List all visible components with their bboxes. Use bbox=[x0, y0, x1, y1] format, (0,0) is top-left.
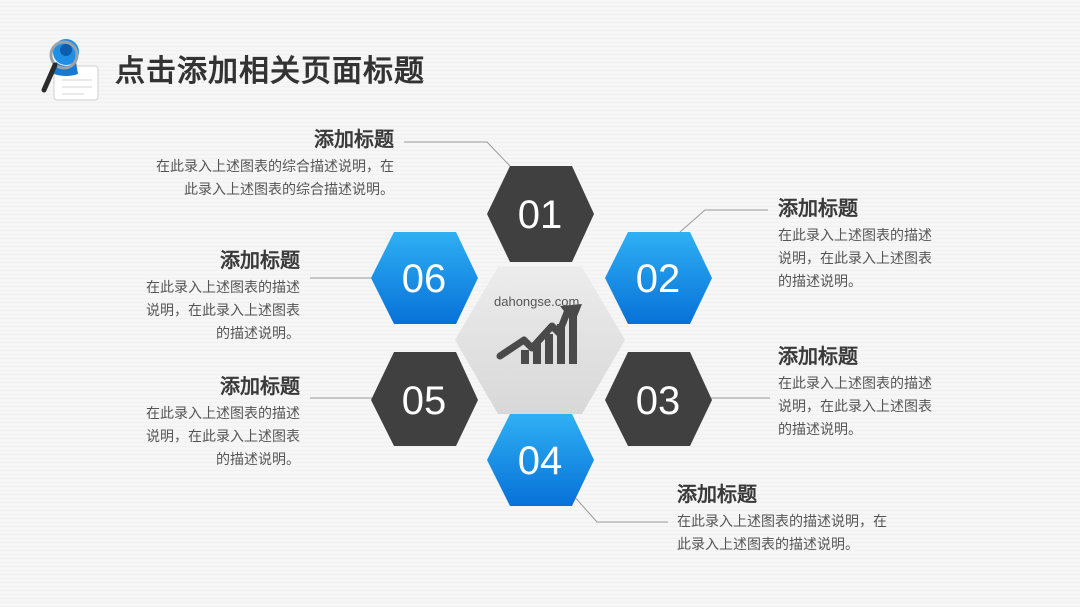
hexagon-01: 01 bbox=[487, 166, 594, 262]
block-02-line-3: 的描述说明。 bbox=[778, 274, 862, 290]
block-05-line-1: 在此录入上述图表的描述 bbox=[146, 406, 300, 422]
block-01-title: 添加标题 bbox=[314, 127, 394, 151]
block-02-line-1: 在此录入上述图表的描述 bbox=[778, 228, 932, 244]
block-02-line-2: 说明，在此录入上述图表 bbox=[778, 251, 932, 267]
connector-02 bbox=[679, 209, 768, 233]
hexagon-06: 06 bbox=[371, 232, 478, 324]
page-title: 点击添加相关页面标题 bbox=[115, 54, 425, 89]
block-01-line-2: 此录入上述图表的综合描述说明。 bbox=[184, 182, 394, 198]
block-06-line-3: 的描述说明。 bbox=[216, 326, 300, 342]
block-06-title: 添加标题 bbox=[220, 248, 300, 272]
hexagon-05-number: 05 bbox=[402, 379, 447, 423]
block-02-title: 添加标题 bbox=[778, 196, 858, 220]
hexagon-03-number: 03 bbox=[636, 379, 681, 423]
text-block-01: 添加标题 在此录入上述图表的综合描述说明，在 此录入上述图表的综合描述说明。 bbox=[156, 125, 394, 202]
hexagon-02-number: 02 bbox=[636, 257, 681, 301]
block-05-description: 在此录入上述图表的描述 说明，在此录入上述图表 的描述说明。 bbox=[146, 403, 300, 472]
text-block-04: 添加标题 在此录入上述图表的描述说明，在 此录入上述图表的描述说明。 bbox=[677, 480, 887, 557]
block-03-title: 添加标题 bbox=[778, 344, 858, 368]
block-03-line-1: 在此录入上述图表的描述 bbox=[778, 376, 932, 392]
hexagon-04-number: 04 bbox=[518, 439, 563, 483]
hexagon-04: 04 bbox=[487, 414, 594, 506]
block-02-description: 在此录入上述图表的描述 说明，在此录入上述图表 的描述说明。 bbox=[778, 225, 932, 294]
connector-01 bbox=[404, 141, 511, 167]
hexagon-05: 05 bbox=[371, 352, 478, 446]
block-04-line-2: 此录入上述图表的描述说明。 bbox=[677, 537, 859, 553]
block-03-line-3: 的描述说明。 bbox=[778, 422, 862, 438]
text-block-02: 添加标题 在此录入上述图表的描述 说明，在此录入上述图表 的描述说明。 bbox=[778, 194, 932, 294]
logo-magnifier-icon bbox=[41, 39, 99, 101]
block-03-line-2: 说明，在此录入上述图表 bbox=[778, 399, 932, 415]
block-05-line-2: 说明，在此录入上述图表 bbox=[146, 429, 300, 445]
text-block-03: 添加标题 在此录入上述图表的描述 说明，在此录入上述图表 的描述说明。 bbox=[778, 342, 932, 442]
hexagon-03: 03 bbox=[605, 352, 712, 446]
growth-chart-icon bbox=[496, 304, 582, 364]
block-01-line-1: 在此录入上述图表的综合描述说明，在 bbox=[156, 159, 394, 175]
hexagon-06-number: 06 bbox=[402, 257, 447, 301]
hexagon-01-number: 01 bbox=[518, 193, 563, 237]
hexagon-02: 02 bbox=[605, 232, 712, 324]
block-06-description: 在此录入上述图表的描述 说明，在此录入上述图表 的描述说明。 bbox=[146, 277, 300, 346]
block-04-line-1: 在此录入上述图表的描述说明，在 bbox=[677, 514, 887, 530]
block-06-line-1: 在此录入上述图表的描述 bbox=[146, 280, 300, 296]
text-block-06: 添加标题 在此录入上述图表的描述 说明，在此录入上述图表 的描述说明。 bbox=[146, 246, 300, 346]
watermark-text: dahongse.com bbox=[494, 294, 579, 309]
text-block-05: 添加标题 在此录入上述图表的描述 说明，在此录入上述图表 的描述说明。 bbox=[146, 372, 300, 472]
block-06-line-2: 说明，在此录入上述图表 bbox=[146, 303, 300, 319]
block-05-title: 添加标题 bbox=[220, 374, 300, 398]
block-03-description: 在此录入上述图表的描述 说明，在此录入上述图表 的描述说明。 bbox=[778, 373, 932, 442]
connector-04 bbox=[571, 493, 668, 523]
block-04-title: 添加标题 bbox=[677, 482, 757, 506]
block-01-description: 在此录入上述图表的综合描述说明，在 此录入上述图表的综合描述说明。 bbox=[156, 156, 394, 202]
block-05-line-3: 的描述说明。 bbox=[216, 452, 300, 468]
block-04-description: 在此录入上述图表的描述说明，在 此录入上述图表的描述说明。 bbox=[677, 511, 887, 557]
